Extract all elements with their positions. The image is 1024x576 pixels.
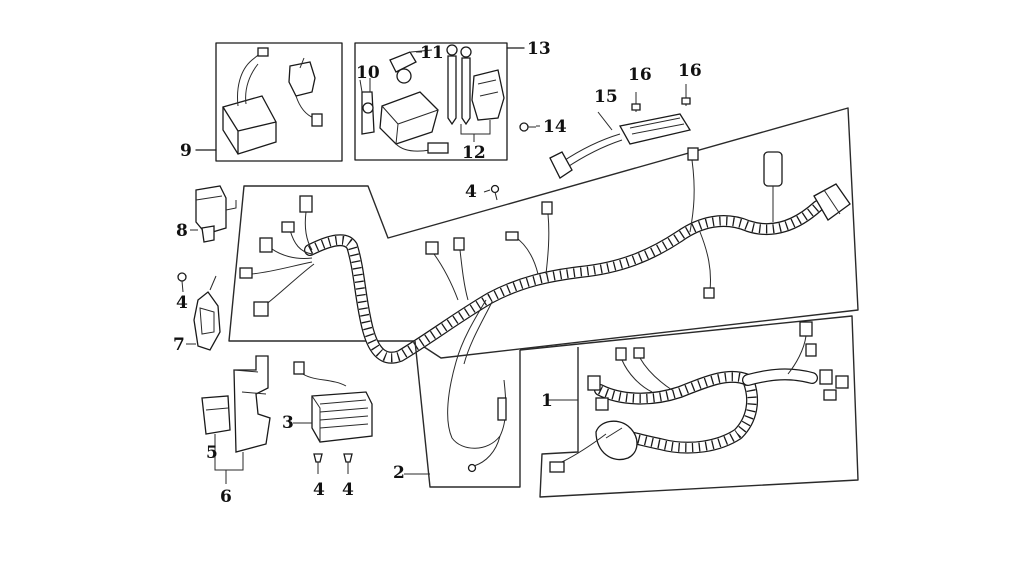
callout-13: 13: [527, 39, 551, 59]
callout-5: 5: [206, 443, 218, 463]
callout-16-left: 16: [628, 65, 652, 85]
part-9-group: [195, 42, 343, 162]
leader-lines: [186, 51, 613, 484]
callout-11: 11: [420, 43, 444, 63]
part-15-ignition-coil: [549, 84, 692, 179]
callout-14: 14: [543, 117, 567, 137]
callout-10: 10: [356, 63, 380, 83]
callout-4-bottom-b: 4: [342, 480, 354, 500]
part-8-relay: [195, 185, 237, 243]
callout-12: 12: [462, 143, 486, 163]
part-2-lead-panel: [414, 340, 521, 488]
part-3-regulator: [293, 361, 373, 474]
callout-9: 9: [180, 141, 192, 161]
callout-1: 1: [541, 391, 553, 411]
main-wire-harness: [239, 147, 851, 449]
part-5-6-bracket: [201, 355, 271, 453]
callout-4-bottom-a: 4: [313, 480, 325, 500]
part-7-bracket: [177, 272, 221, 351]
part-4-screw-center: [490, 184, 500, 201]
callout-4-left: 4: [176, 293, 188, 313]
callout-7: 7: [173, 335, 185, 355]
callout-3: 3: [282, 413, 294, 433]
part-13-group: [354, 42, 525, 161]
part-14-screw: [519, 122, 536, 132]
callout-2: 2: [393, 463, 405, 483]
callout-6: 6: [220, 487, 232, 507]
callout-16-right: 16: [678, 61, 702, 81]
part-1-rear-harness-panel: [519, 315, 859, 498]
callout-labels: 1 2 3 4 4 4 4 5 6 7 8 9 10 11 12 13 14 1…: [173, 39, 702, 507]
callout-4-center: 4: [465, 182, 477, 202]
callout-8: 8: [176, 221, 188, 241]
callout-15: 15: [594, 87, 618, 107]
main-harness-panel: [228, 107, 859, 359]
